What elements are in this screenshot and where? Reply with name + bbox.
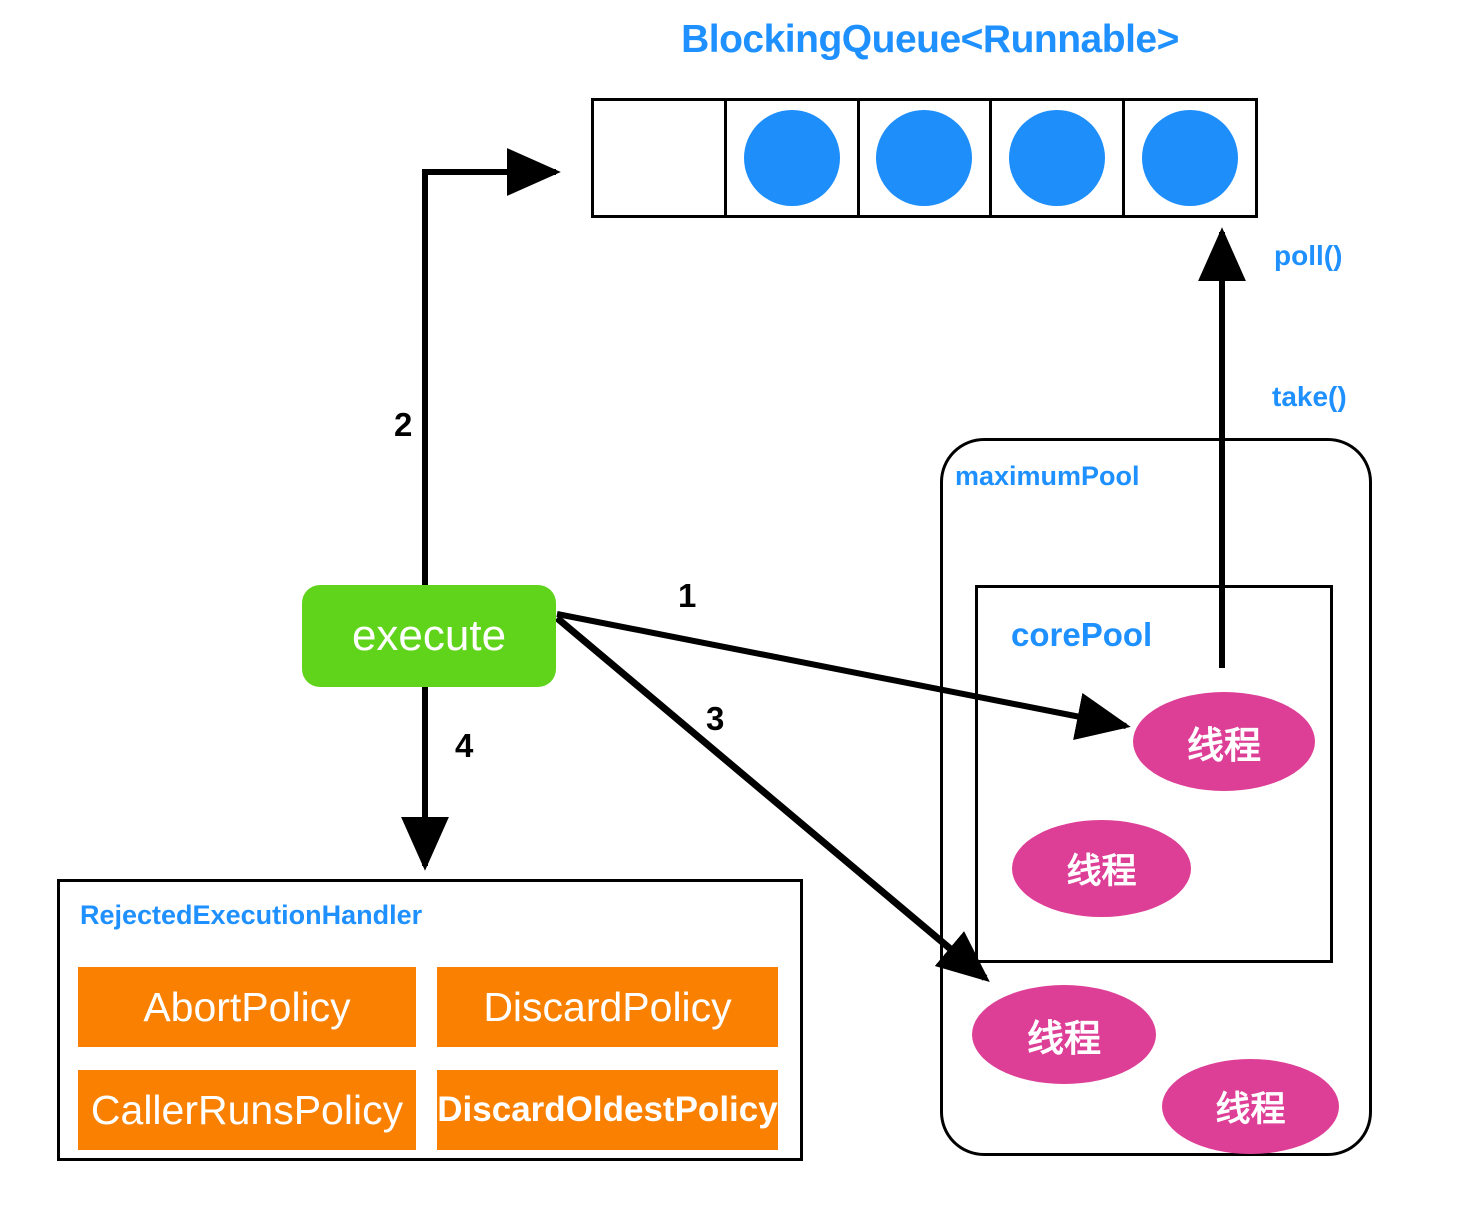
step-label-3: 3 [706, 700, 725, 737]
task-circle-icon [1009, 110, 1106, 206]
execute-button[interactable]: execute [302, 585, 556, 687]
blocking-queue-title: BlockingQueue<Runnable> [681, 18, 1179, 61]
queue-cell [727, 101, 860, 215]
queue-cell [860, 101, 993, 215]
step-label-4: 4 [455, 727, 474, 764]
thread-node: 线程 [1162, 1059, 1339, 1154]
policy-discard-oldest[interactable]: DiscardOldestPolicy [437, 1070, 778, 1150]
thread-node: 线程 [972, 985, 1156, 1084]
step-label-1: 1 [678, 577, 697, 614]
task-circle-icon [876, 110, 973, 206]
task-circle-icon [743, 110, 840, 206]
queue-cell [1125, 101, 1255, 215]
step-label-2: 2 [394, 406, 413, 443]
rejected-execution-handler-title: RejectedExecutionHandler [80, 900, 423, 930]
thread-node: 线程 [1012, 820, 1191, 917]
thread-node: 线程 [1133, 692, 1315, 791]
maximum-pool-label: maximumPool [955, 461, 1140, 491]
take-method-label: take() [1272, 381, 1347, 412]
blocking-queue [591, 98, 1258, 218]
policy-discard[interactable]: DiscardPolicy [437, 967, 778, 1047]
core-pool-label: corePool [1011, 616, 1153, 653]
arrow-step-2 [422, 148, 561, 585]
queue-cell [992, 101, 1126, 215]
policy-caller-runs[interactable]: CallerRunsPolicy [78, 1070, 416, 1150]
queue-cell-empty [594, 101, 727, 215]
policy-abort[interactable]: AbortPolicy [78, 967, 416, 1047]
poll-method-label: poll() [1274, 240, 1343, 271]
task-circle-icon [1142, 110, 1239, 206]
